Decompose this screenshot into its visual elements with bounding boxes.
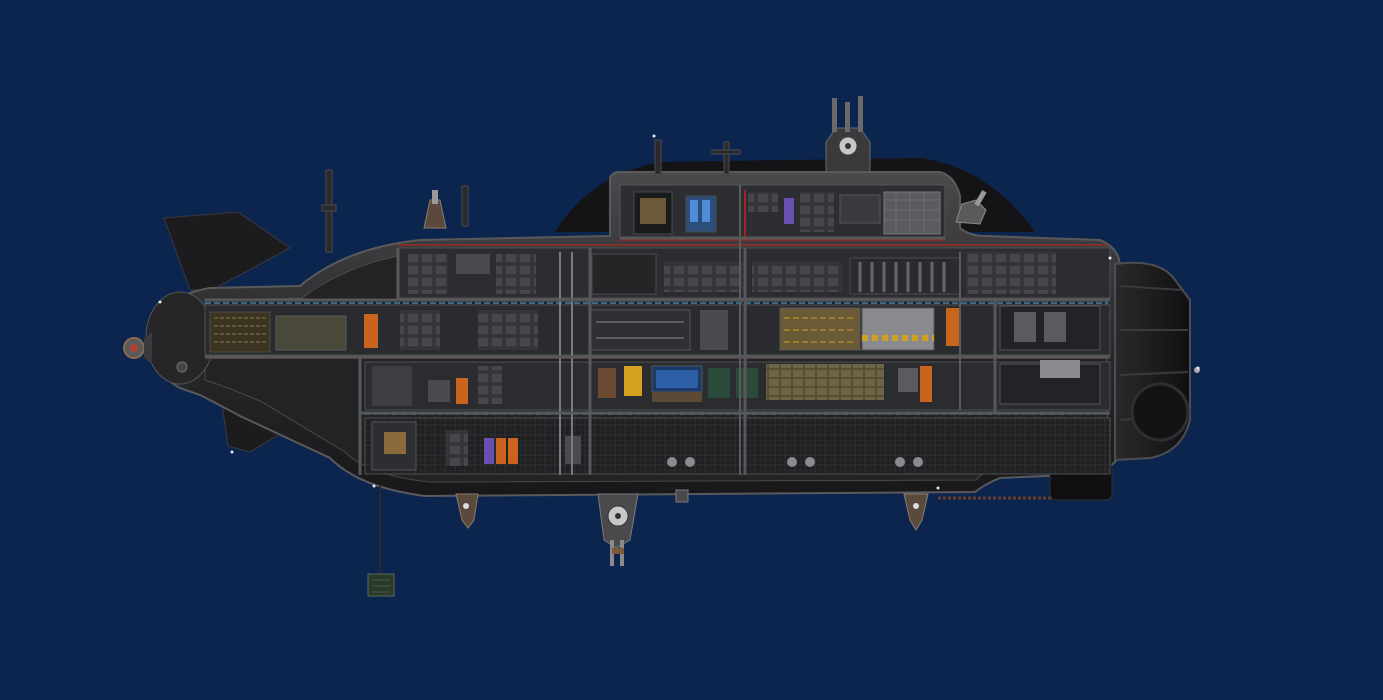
periscope-icon xyxy=(461,185,469,227)
docking-hatch-icon[interactable] xyxy=(675,489,689,503)
turret-icon xyxy=(903,493,929,531)
nav-lights xyxy=(158,134,1200,490)
tail-fin-upper xyxy=(163,211,291,291)
turret-bottom-1[interactable] xyxy=(455,493,479,529)
periscope-icon xyxy=(654,139,662,175)
turret-icon xyxy=(455,493,479,529)
submarine xyxy=(123,96,1200,597)
cargo-crate[interactable] xyxy=(367,486,395,597)
deck-4 xyxy=(364,417,1111,475)
stern-cap xyxy=(123,291,215,385)
deck-dividers xyxy=(205,236,1110,475)
sonar-mast xyxy=(825,96,871,173)
turret-top-2[interactable] xyxy=(955,190,987,225)
periscope-group xyxy=(321,139,741,253)
turret-icon xyxy=(423,199,447,229)
turret-top-1[interactable] xyxy=(423,190,447,229)
turret-bottom-2[interactable] xyxy=(903,493,929,531)
cargo-crate-icon xyxy=(367,573,395,597)
turret-bottom-main[interactable] xyxy=(597,493,639,566)
